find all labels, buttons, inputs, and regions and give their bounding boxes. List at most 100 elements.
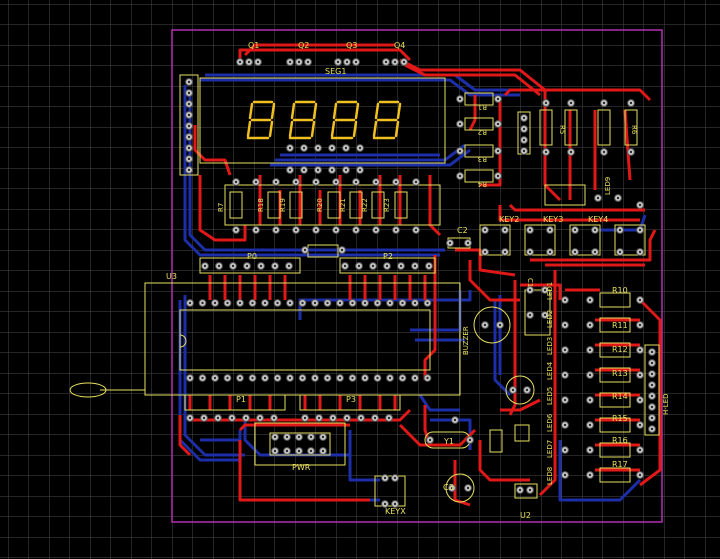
pad-hole — [354, 228, 358, 232]
pad-hole — [569, 150, 573, 154]
pad-hole — [458, 174, 462, 178]
pad-hole — [650, 361, 654, 365]
pad-hole — [259, 264, 263, 268]
label-key4: KEY4 — [588, 215, 608, 224]
label-r6: R6 — [630, 125, 638, 135]
pad-hole — [528, 488, 532, 492]
pad-hole — [573, 228, 577, 232]
board-outline — [171, 29, 663, 523]
pad-hole — [354, 60, 358, 64]
pad-hole — [602, 101, 606, 105]
pad-hole — [344, 146, 348, 150]
pad-hole — [247, 60, 251, 64]
label-led4: LED4 — [546, 361, 554, 380]
pad-hole — [245, 264, 249, 268]
label-r16: R16 — [612, 436, 628, 445]
p0-outline — [199, 257, 301, 274]
pad-hole — [588, 373, 592, 377]
pad-hole — [374, 180, 378, 184]
label-c1: C1 — [526, 278, 534, 287]
pad-hole — [618, 228, 622, 232]
pad-hole — [543, 313, 547, 317]
header-j-outline — [179, 74, 199, 176]
pad-hole — [338, 301, 342, 305]
label-r1: R1 — [478, 103, 487, 111]
pad-hole — [650, 416, 654, 420]
pad-hole — [650, 394, 654, 398]
label-r13: R13 — [612, 369, 628, 378]
label-q2: Q2 — [298, 41, 309, 50]
pad-hole — [316, 146, 320, 150]
pad-hole — [263, 376, 267, 380]
pad-hole — [650, 405, 654, 409]
pad-hole — [216, 416, 220, 420]
pad-hole — [563, 398, 567, 402]
pad-hole — [273, 435, 277, 439]
label-r15: R15 — [612, 414, 628, 423]
pad-hole — [302, 146, 306, 150]
pad-hole — [563, 348, 567, 352]
pad-hole — [254, 228, 258, 232]
pad-hole — [569, 101, 573, 105]
pad-hole — [238, 60, 242, 64]
pad-hole — [317, 416, 321, 420]
pad-hole — [638, 228, 642, 232]
pad-hole — [288, 376, 292, 380]
pad-hole — [238, 376, 242, 380]
pad-hole — [354, 180, 358, 184]
pad-hole — [297, 449, 301, 453]
pad-hole — [357, 264, 361, 268]
pad-hole — [588, 323, 592, 327]
pad-hole — [393, 502, 397, 506]
label-c2: C2 — [457, 226, 468, 235]
pad-hole — [313, 376, 317, 380]
pad-hole — [363, 376, 367, 380]
pad-hole — [588, 473, 592, 477]
label-led2: LED2 — [546, 310, 554, 328]
pad-hole — [326, 376, 329, 380]
pad-hole — [563, 473, 567, 477]
pad-hole — [272, 416, 276, 420]
label-seg1: SEG1 — [325, 67, 346, 76]
silkscreen-layer — [69, 74, 660, 507]
pad-hole — [388, 301, 392, 305]
pad-hole — [187, 135, 191, 139]
pad-hole — [394, 228, 398, 232]
pad-hole — [297, 60, 301, 64]
pad-hole — [314, 180, 318, 184]
pad-hole — [336, 60, 340, 64]
label-u2: U2 — [520, 511, 531, 520]
pad-hole — [251, 376, 254, 380]
label-led3: LED3 — [546, 337, 554, 355]
pad-hole — [301, 301, 304, 305]
pad-hole — [334, 180, 338, 184]
pad-hole — [303, 416, 307, 420]
pad-hole — [230, 416, 234, 420]
pad-hole — [313, 301, 317, 305]
pad-hole — [426, 376, 429, 380]
pad-hole — [201, 376, 204, 380]
pad-hole — [401, 301, 404, 305]
pad-hole — [483, 228, 487, 232]
pad-hole — [330, 168, 334, 172]
pad-hole — [650, 383, 654, 387]
pad-hole — [351, 301, 354, 305]
pad-hole — [525, 388, 529, 392]
pad-hole — [288, 301, 292, 305]
pad-hole — [638, 473, 642, 477]
pad-hole — [483, 250, 487, 254]
pad-hole — [602, 150, 606, 154]
pad-hole — [528, 313, 532, 317]
pad-hole — [450, 486, 454, 490]
pad-hole — [563, 323, 567, 327]
pad-hole — [426, 301, 429, 305]
pad-hole — [548, 228, 552, 232]
label-r3: R3 — [478, 155, 487, 163]
label-p0: P0 — [247, 252, 257, 261]
p2-outline — [339, 257, 436, 274]
pad-hole — [503, 228, 507, 232]
pad-hole — [414, 228, 418, 232]
pad-hole — [303, 248, 307, 252]
pad-hole — [316, 168, 320, 172]
pad-hole — [453, 418, 457, 422]
